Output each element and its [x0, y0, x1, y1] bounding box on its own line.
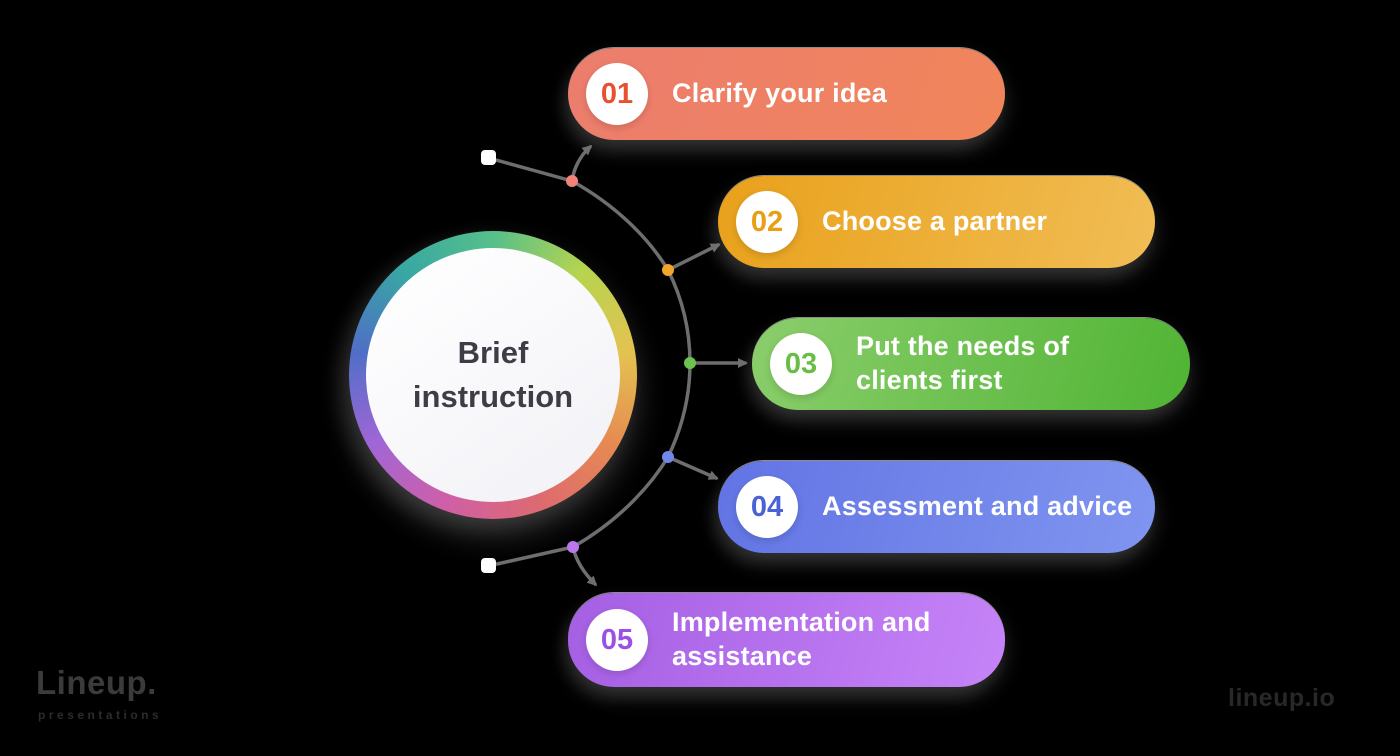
step-number-badge-05: 05: [586, 609, 648, 671]
step-label-02: Choose a partner: [822, 205, 1047, 239]
hub-ring: Brief instruction: [349, 231, 637, 519]
site-watermark: lineup.io: [1228, 684, 1336, 712]
step-number-badge-02: 02: [736, 191, 798, 253]
hub-title-line2: instruction: [412, 379, 574, 414]
step-label-02-line1: Choose a partner: [822, 206, 1048, 237]
hub-title-line1: Brief: [457, 334, 529, 370]
step-label-05: Implementation and assistance: [672, 606, 931, 674]
step-pill-04: 04 Assessment and advice: [718, 461, 1155, 553]
connector-dot-02: [662, 264, 674, 276]
step-number-badge-01: 01: [586, 63, 648, 125]
step-label-01: Clarify your idea: [672, 77, 887, 111]
step-label-04-line1: Assessment and advice: [822, 491, 1133, 522]
step-label-01-line1: Clarify your idea: [672, 78, 887, 109]
connector-entry-top: [494, 158, 574, 183]
branch-step-05: [571, 545, 598, 587]
step-label-03: Put the needs of clients first: [856, 330, 1069, 398]
step-number-badge-03: 03: [770, 333, 832, 395]
endpoint-dot-top: [481, 150, 496, 165]
tagline-watermark: presentations: [38, 708, 163, 722]
step-pill-03: 03 Put the needs of clients first: [752, 318, 1190, 410]
step-label-04: Assessment and advice: [822, 490, 1132, 524]
connector-dot-05: [567, 541, 579, 553]
endpoint-dot-bottom: [481, 558, 496, 573]
step-number-badge-04: 04: [736, 476, 798, 538]
step-pill-02: 02 Choose a partner: [718, 176, 1155, 268]
step-pill-05: 05 Implementation and assistance: [568, 593, 1005, 687]
connector-dot-04: [662, 451, 674, 463]
connector-dot-03: [684, 357, 696, 369]
connector-dot-01: [566, 175, 578, 187]
step-pill-01: 01 Clarify your idea: [568, 48, 1005, 140]
step-label-05-line1: Implementation and: [672, 607, 931, 638]
hub-circle: Brief instruction: [366, 248, 620, 502]
step-label-03-line2: clients first: [856, 365, 1003, 395]
branch-step-04: [666, 455, 719, 480]
connector-entry-bottom: [495, 545, 575, 566]
logo-watermark: Lineup.: [36, 664, 157, 701]
step-label-03-line1: Put the needs of: [856, 331, 1070, 362]
branch-step-02: [666, 243, 721, 272]
step-label-05-line2: assistance: [672, 641, 813, 671]
